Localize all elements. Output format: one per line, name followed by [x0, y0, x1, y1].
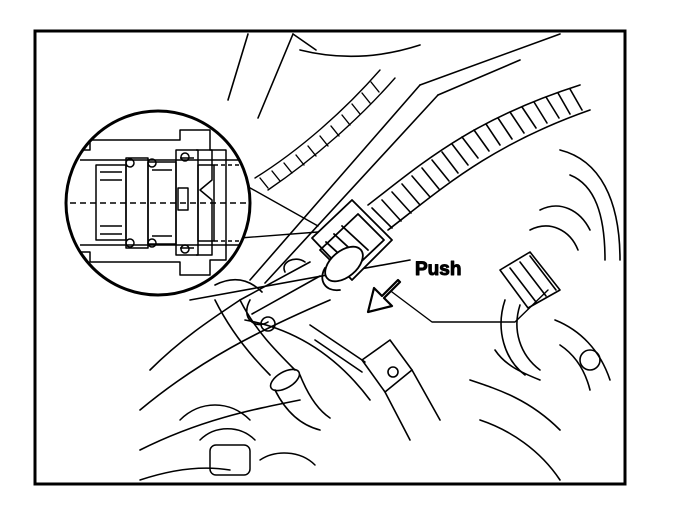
push-leader-line — [391, 289, 549, 323]
right-engine-parts — [469, 149, 621, 481]
magnifier-callout — [64, 109, 252, 297]
lower-engine-parts — [139, 404, 316, 481]
lower-hose — [214, 299, 331, 431]
mounting-bracket — [309, 324, 441, 441]
fuel-pipe — [214, 258, 321, 332]
panel-ridge-hatching — [254, 69, 396, 191]
corrugated-fuel-hose — [367, 84, 591, 231]
push-label: Push — [415, 259, 461, 280]
push-arrow-icon — [366, 278, 402, 314]
quick-connector — [311, 199, 393, 292]
